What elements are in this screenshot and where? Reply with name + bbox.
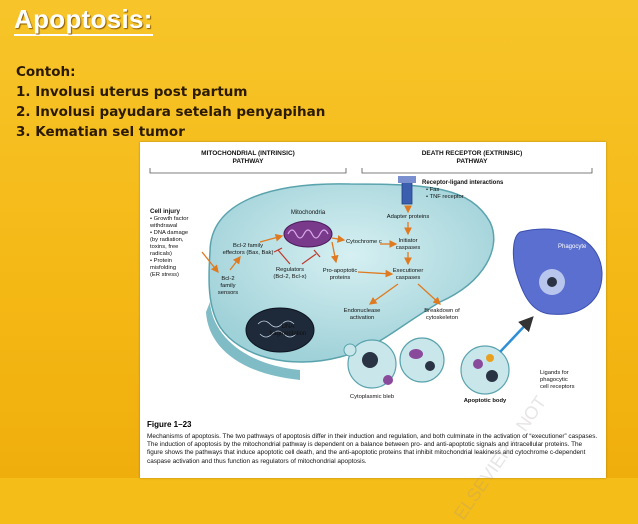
phagocyte-label: Phagocyte: [558, 244, 587, 250]
ligands-label: phagocytic: [540, 377, 568, 383]
receptor-ligand-item: • Fas: [426, 187, 439, 193]
header-extrinsic: DEATH RECEPTOR (EXTRINSIC) PATHWAY: [361, 150, 593, 174]
apoptosis-figure: MITOCHONDRIAL (INTRINSIC) PATHWAY DEATH …: [140, 142, 606, 523]
cell-injury-title: Cell injury: [150, 208, 180, 215]
example-item: 1. Involusi uterus post partum: [16, 84, 248, 100]
ligands-label: cell receptors: [540, 384, 575, 390]
fragmentation-label: fragmentation: [270, 331, 307, 337]
apoptotic-body: [460, 345, 510, 395]
initiator-label: Initiator: [398, 238, 417, 244]
header-intrinsic-line2: PATHWAY: [233, 158, 265, 165]
nucleus: DNA fragmentation: [245, 307, 315, 353]
apoptosis-diagram: MITOCHONDRIAL (INTRINSIC) PATHWAY DEATH …: [149, 150, 603, 404]
figure-label: Figure 1–23: [147, 420, 192, 429]
cell-injury-line: (ER stress): [150, 272, 179, 278]
mitochondria-organelle: Mitochondria: [283, 210, 333, 248]
bcl2-effectors-label: Bcl-2 family: [233, 243, 263, 249]
pro-apoptotic-label: proteins: [330, 275, 351, 281]
pathway-arrows: [201, 205, 441, 305]
example-item: 3. Kematian sel tumor: [16, 124, 185, 140]
pro-apoptotic-label: Pro-apoptotic: [323, 268, 358, 274]
ligands-label: Ligands for: [540, 370, 569, 376]
apoptotic-body-label: Apoptotic body: [464, 398, 507, 404]
header-intrinsic-line1: MITOCHONDRIAL (INTRINSIC): [201, 150, 295, 157]
death-receptor: [398, 176, 416, 205]
cell-injury-block: Cell injury • Growth factor withdrawal •…: [149, 208, 189, 278]
breakdown-label: cytoskeleton: [426, 315, 458, 321]
cell-injury-line: misfolding: [150, 265, 176, 271]
receptor-ligand-label: Receptor-ligand interactions: [422, 180, 504, 186]
bcl2-effectors-label: effectors (Bax, Bak): [223, 250, 274, 256]
engulf-arrow: [499, 316, 534, 353]
endonuclease-label: activation: [350, 315, 375, 321]
header-extrinsic-line1: DEATH RECEPTOR (EXTRINSIC): [422, 150, 523, 157]
cell-injury-line: withdrawal: [149, 223, 177, 229]
apoptotic-cell-2: [399, 337, 445, 383]
receptor-ligand-item: • TNF receptor: [426, 194, 464, 200]
examples-list: Contoh: 1. Involusi uterus post partum 2…: [16, 62, 325, 142]
cell-injury-line: toxins, free: [150, 244, 178, 250]
endonuclease-label: Endonuclease: [344, 308, 381, 314]
bcl2-sensors-label: family: [220, 283, 235, 289]
figure-caption: Mechanisms of apoptosis. The two pathway…: [147, 433, 598, 465]
cytochrome-label: Cytochrome c: [346, 239, 382, 245]
phagocyte-cell: Phagocyte: [512, 228, 603, 315]
header-intrinsic: MITOCHONDRIAL (INTRINSIC) PATHWAY: [149, 150, 347, 174]
header-extrinsic-line2: PATHWAY: [457, 158, 489, 165]
slide-title: Apoptosis:: [14, 4, 153, 36]
inhibitor-marks: [273, 247, 321, 265]
cell-injury-line: • Protein: [150, 258, 172, 264]
cell-injury-line: • Growth factor: [150, 216, 189, 222]
executioner-label: caspases: [396, 275, 421, 281]
mitochondria-label: Mitochondria: [291, 210, 326, 216]
initiator-label: caspases: [396, 245, 421, 251]
bcl2-sensors-label: Bcl-2: [221, 276, 234, 282]
examples-label: Contoh:: [16, 64, 76, 80]
regulators-label: Regulators: [276, 267, 304, 273]
cell-injury-line: radicals): [150, 251, 172, 257]
cell-injury-line: (by radiation,: [150, 237, 184, 243]
example-item: 2. Involusi payudara setelah penyapihan: [16, 104, 326, 120]
regulators-label: (Bcl-2, Bcl-x): [273, 274, 306, 280]
breakdown-label: Breakdown of: [424, 308, 460, 314]
cytoplasmic-bleb-label: Cytoplasmic bleb: [350, 394, 394, 400]
apoptotic-cell-1: [343, 339, 397, 389]
dna-label: DNA: [282, 324, 295, 330]
cell-injury-line: • DNA damage: [150, 230, 188, 236]
adapter-proteins-label: Adapter proteins: [387, 214, 430, 220]
bcl2-sensors-label: sensors: [218, 290, 238, 296]
executioner-label: Executioner: [393, 268, 424, 274]
